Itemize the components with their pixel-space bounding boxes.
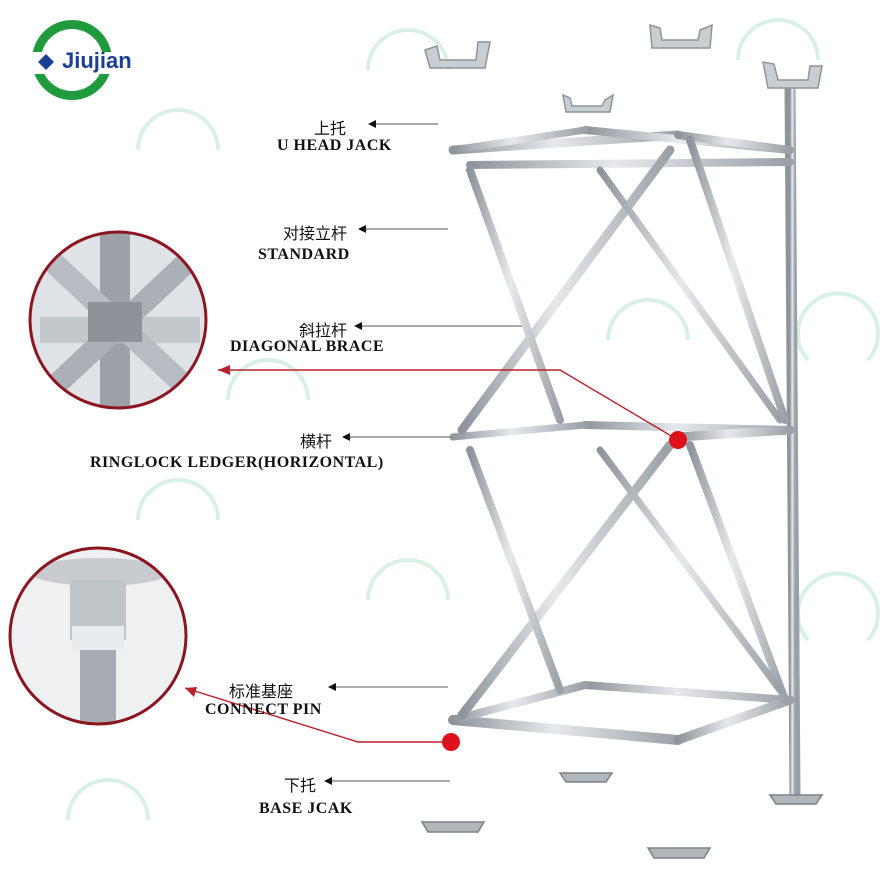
connect-pin-pointer-line — [184, 687, 451, 743]
base-jack-cn-label: 下托 — [284, 776, 317, 795]
detail-circle-bottom — [8, 546, 188, 726]
diagonal-brace-en-label: DIAGONAL BRACE — [230, 338, 385, 355]
ringlock-node-detail — [30, 232, 206, 408]
connect-pin-cn-label: 标准基座 — [229, 682, 294, 701]
ringlock-ledger-cn-label: 横杆 — [300, 432, 333, 451]
scaffold-structure — [447, 48, 801, 857]
standard-cn-label: 对接立杆 — [283, 224, 348, 243]
base-plates — [420, 772, 824, 859]
ledger-pointer-line — [218, 369, 679, 441]
base-jack-en-label: BASE JCAK — [259, 800, 353, 817]
standard-back-right — [784, 79, 801, 801]
connect-pin-detail — [10, 548, 186, 724]
u-head-jack-cn-label: 上托 — [314, 119, 347, 138]
connect-pin-en-label: CONNECT PIN — [205, 701, 322, 718]
ringlock-ledger-en-label: RINGLOCK LEDGER(HORIZONTAL) — [90, 454, 384, 471]
u-head-jack-en-label: U HEAD JACK — [277, 137, 392, 154]
diagonal-brace-cn-label: 斜拉杆 — [299, 321, 348, 340]
u-head-jacks — [424, 23, 823, 113]
brand-logo — [28, 20, 128, 100]
standard-en-label: STANDARD — [258, 246, 350, 263]
diamond-icon — [38, 54, 54, 70]
detail-circle-top — [28, 230, 208, 410]
brand-logo-text: Jiujian — [62, 48, 132, 73]
watermark-group — [66, 18, 880, 821]
